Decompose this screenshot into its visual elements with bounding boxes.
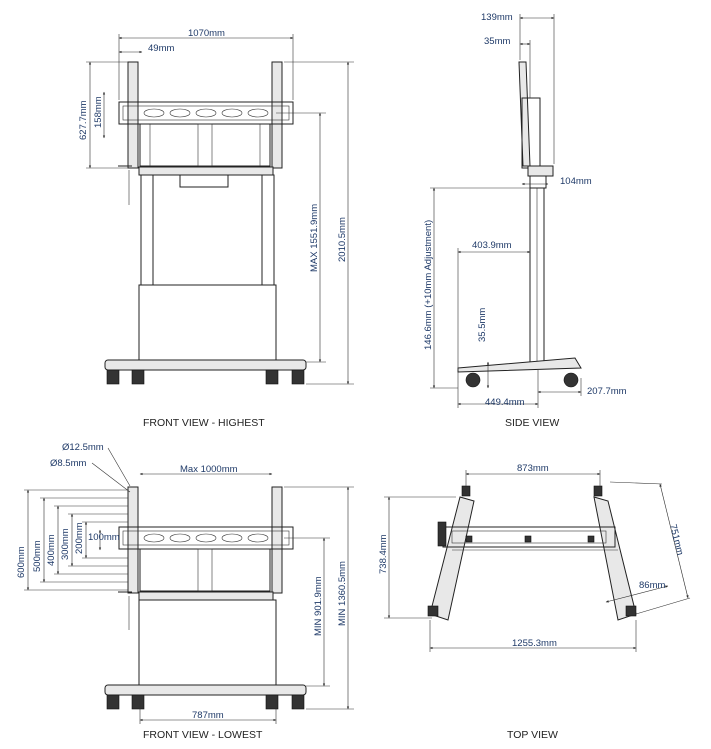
top-view: 873mm 751mm 86mm 738.4mm 1255.3mm TOP VI… bbox=[378, 463, 691, 741]
caption-top: TOP VIEW bbox=[507, 729, 558, 741]
dim-v600: 600mm bbox=[16, 546, 27, 578]
dim-top-offset: 35mm bbox=[484, 36, 510, 47]
dim-leg-length: 751mm bbox=[667, 523, 685, 556]
dim-min-total: MIN 1360.5mm bbox=[337, 561, 348, 626]
dim-hole-large: Ø12.5mm bbox=[62, 442, 104, 453]
dim-v300: 300mm bbox=[60, 528, 71, 560]
dim-top-depth: 139mm bbox=[481, 12, 513, 23]
dim-leg-width: 86mm bbox=[639, 580, 665, 591]
dim-v100: 100mm bbox=[88, 532, 120, 543]
dim-adjust: 146.6mm (+10mm Adjustment) bbox=[423, 220, 434, 350]
dim-min-height: MIN 901.9mm bbox=[313, 576, 324, 636]
dim-base-width: 787mm bbox=[192, 710, 224, 721]
dim-max-width: Max 1000mm bbox=[180, 464, 238, 475]
dim-base-depth: 449.4mm bbox=[485, 397, 525, 408]
dim-hole-small: Ø8.5mm bbox=[50, 458, 87, 469]
right-mount-rail bbox=[271, 61, 283, 169]
caption-front-highest: FRONT VIEW - HIGHEST bbox=[143, 417, 265, 429]
dim-foot-height: 35.5mm bbox=[477, 308, 488, 342]
left-mount-rail bbox=[127, 61, 139, 169]
front-view-lowest: Ø12.5mm Ø8.5mm Max 1000mm 600mm 500mm 40… bbox=[16, 442, 354, 741]
dim-span: 873mm bbox=[517, 463, 549, 474]
dim-max-height: MAX 1551.9mm bbox=[309, 204, 320, 272]
dim-depth: 738.4mm bbox=[378, 534, 389, 574]
dim-bracket-offset: 49mm bbox=[148, 43, 174, 54]
dim-column: 104mm bbox=[560, 176, 592, 187]
front-view-highest: 1070mm 49mm 627.7mm 158mm MAX 1551.9mm 2… bbox=[78, 28, 354, 429]
dim-reach: 403.9mm bbox=[472, 240, 512, 251]
caption-side: SIDE VIEW bbox=[505, 417, 559, 429]
dim-v200: 200mm bbox=[74, 522, 85, 554]
dim-v500: 500mm bbox=[32, 540, 43, 572]
dim-vesa-height: 627.7mm bbox=[78, 100, 89, 140]
caption-front-lowest: FRONT VIEW - LOWEST bbox=[143, 729, 263, 741]
dim-width-total: 1070mm bbox=[188, 28, 225, 39]
dim-rear-foot: 207.7mm bbox=[587, 386, 627, 397]
dim-vesa-inner: 158mm bbox=[93, 96, 104, 128]
dim-total-height: 2010.5mm bbox=[337, 217, 348, 262]
side-view: 139mm 35mm 104mm 403.9mm 146.6mm (+10mm … bbox=[423, 12, 627, 429]
dim-total-width: 1255.3mm bbox=[512, 638, 557, 649]
dim-v400: 400mm bbox=[46, 534, 57, 566]
